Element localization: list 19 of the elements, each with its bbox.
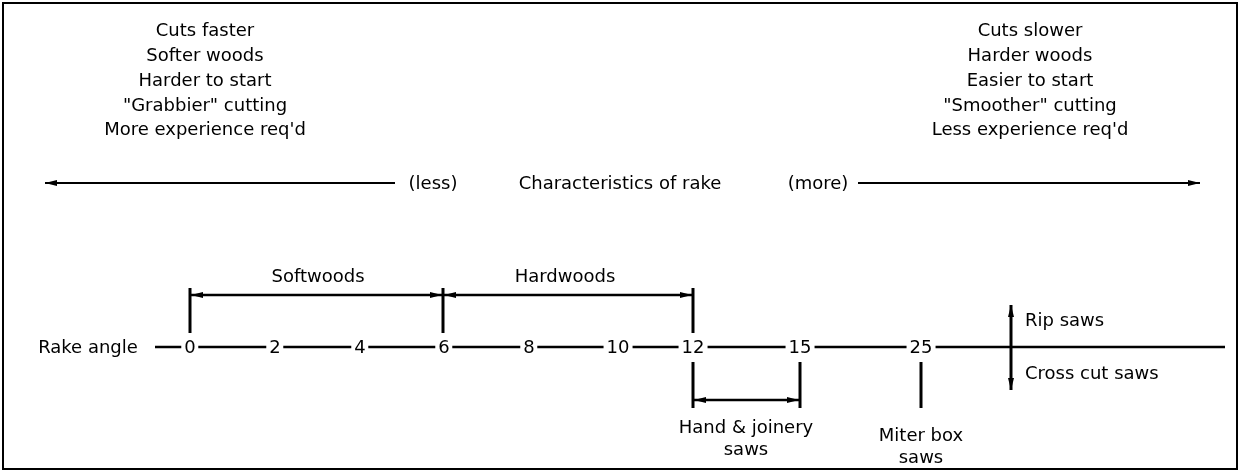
characteristic-text: Cuts faster — [155, 19, 255, 41]
saw-type-label: Rip saws — [1025, 309, 1105, 331]
saw-type-label: Miter box saws — [877, 424, 965, 468]
characteristic-text: Softer woods — [146, 44, 264, 66]
characteristic-text: "Grabbier" cutting — [122, 94, 288, 116]
characteristic-text: Less experience req'd — [931, 118, 1129, 140]
characteristic-text: Harder woods — [967, 44, 1093, 66]
characteristic-text: Easier to start — [966, 69, 1094, 91]
characteristic-text: Cuts slower — [977, 19, 1083, 41]
scale-title: Characteristics of rake — [518, 172, 722, 194]
characteristic-text: Harder to start — [138, 69, 272, 91]
range-label: Softwoods — [271, 265, 365, 287]
range-label: Hardwoods — [514, 265, 616, 287]
saw-type-label: Hand & joinery saws — [677, 416, 815, 460]
characteristic-text: "Smoother" cutting — [943, 94, 1117, 116]
characteristic-text: More experience req'd — [104, 118, 306, 140]
scale-end-label: (less) — [408, 172, 458, 194]
saw-type-label: Cross cut saws — [1025, 362, 1159, 384]
scale-end-label: (more) — [787, 172, 849, 194]
